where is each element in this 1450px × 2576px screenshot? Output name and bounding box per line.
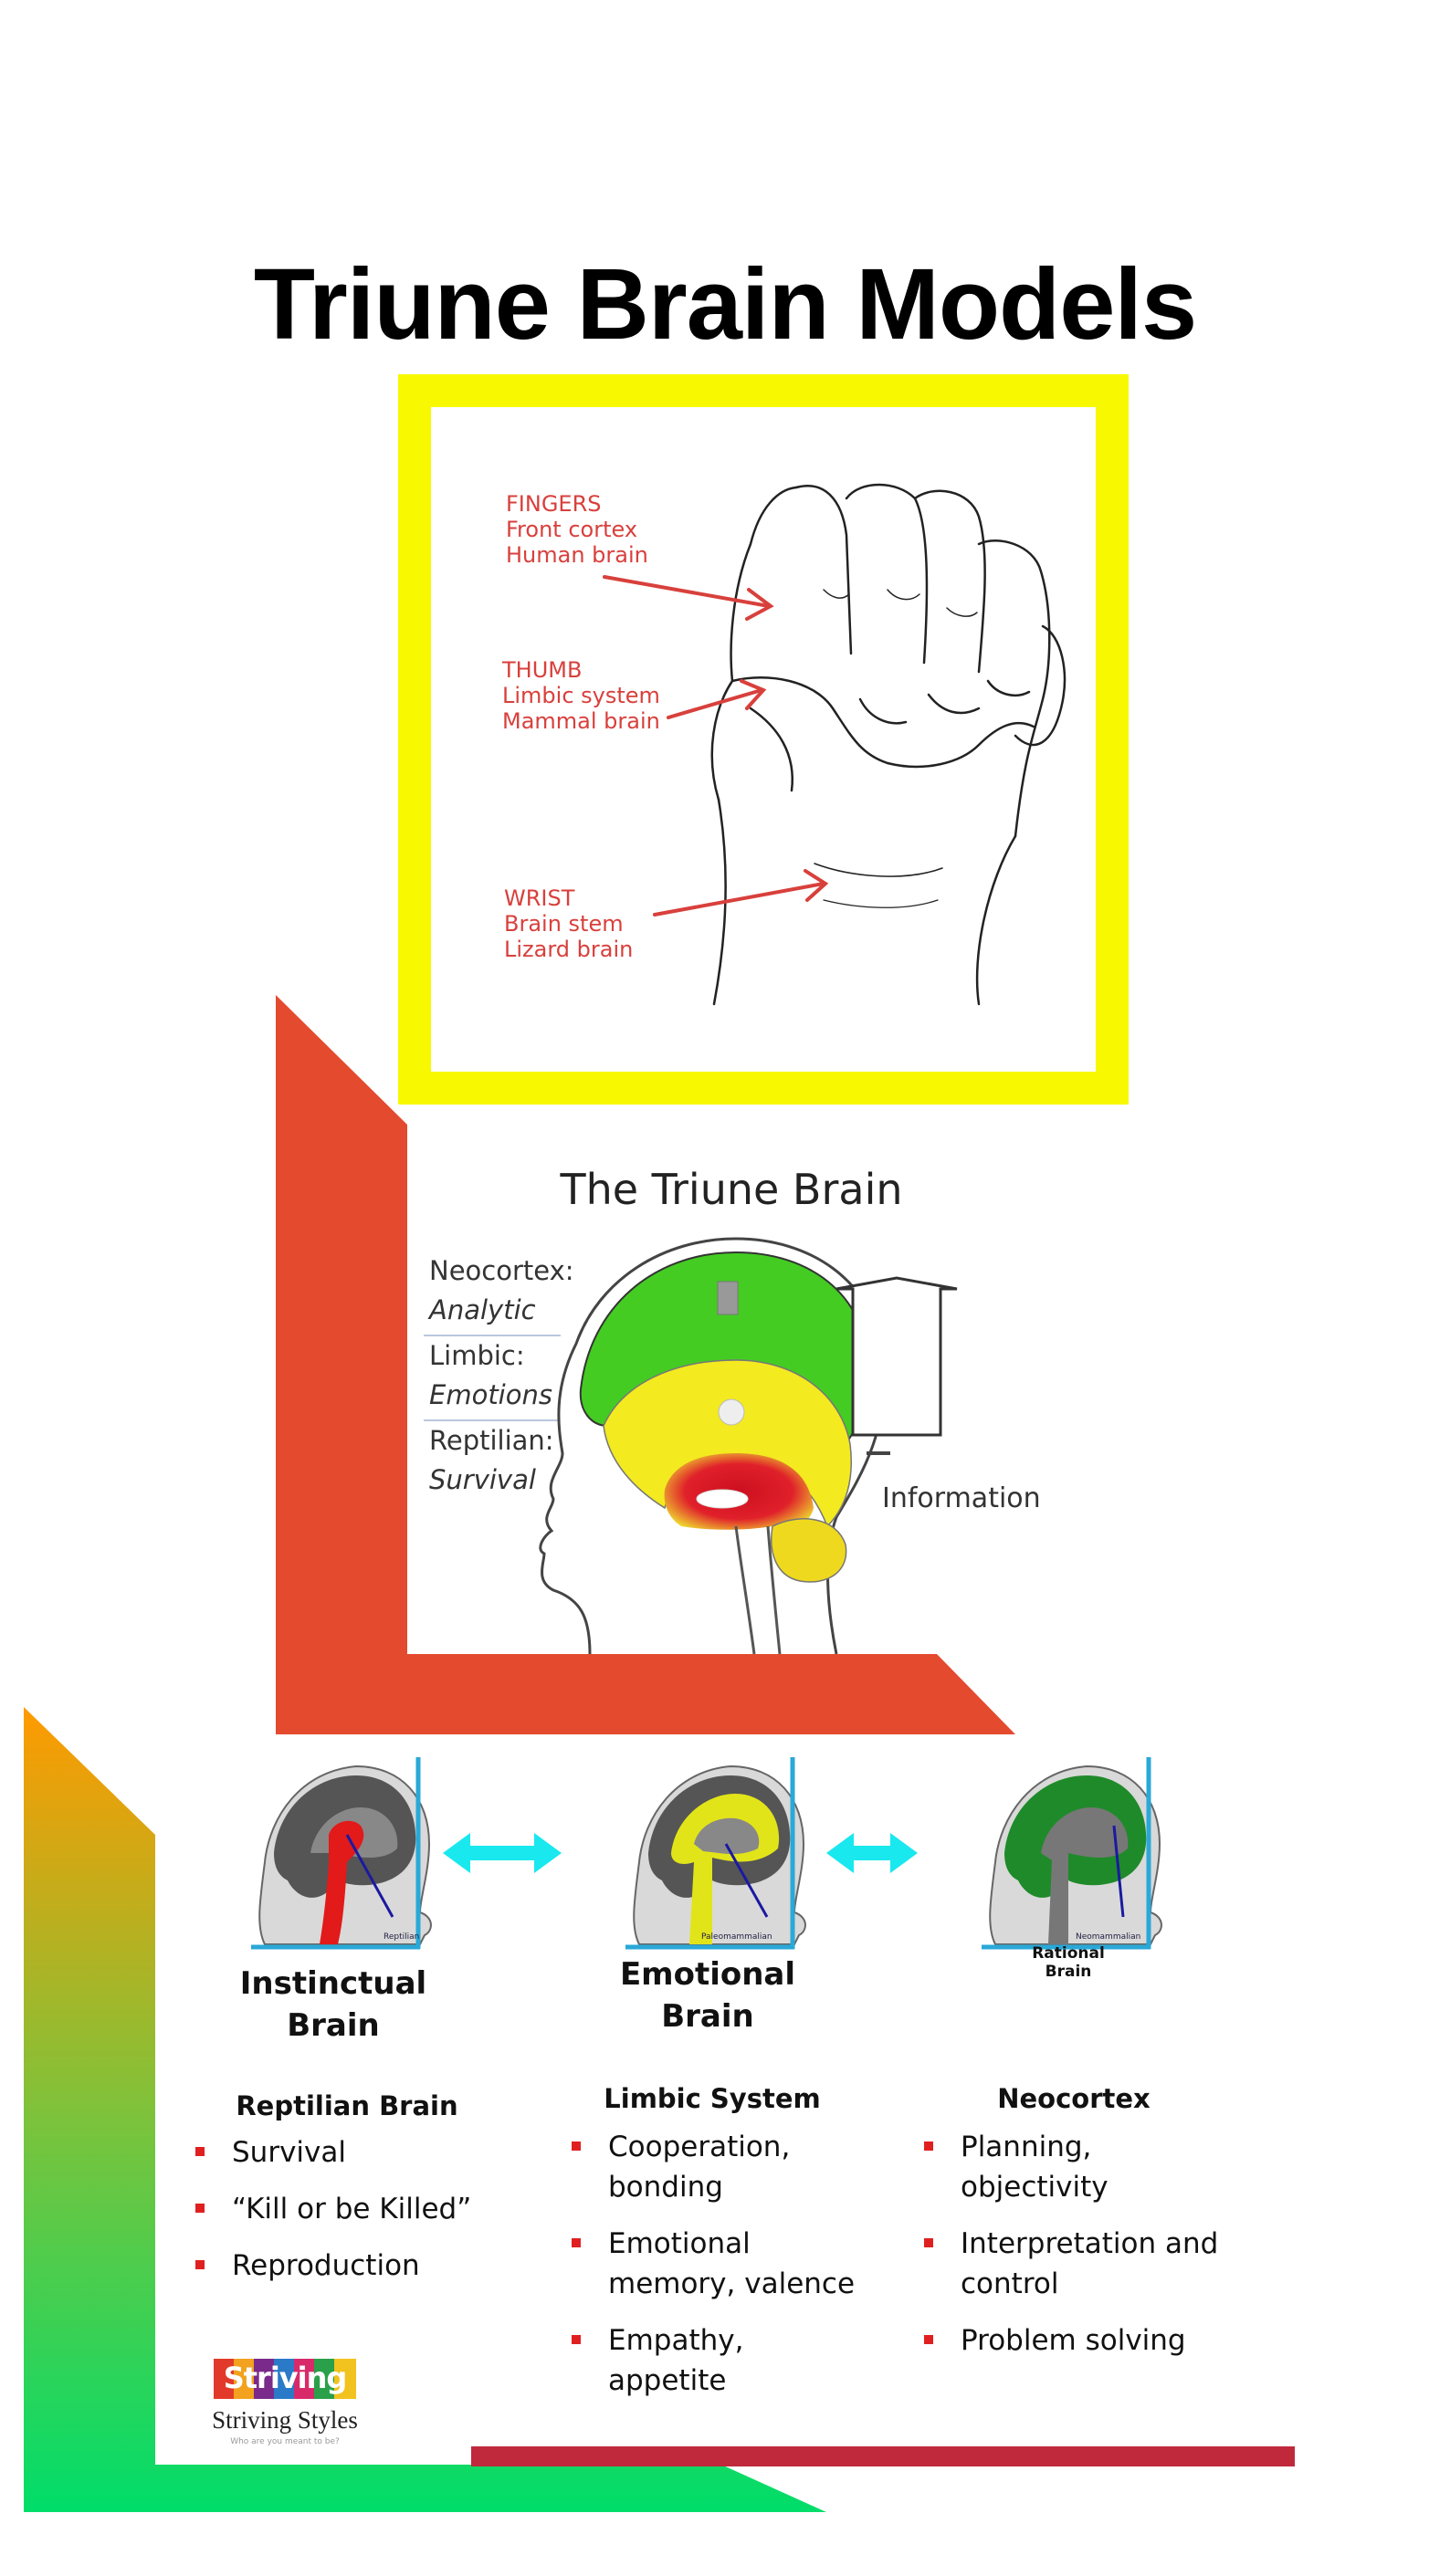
list-item: Interpretation and control [920,2224,1222,2304]
wrist-label: WRIST Brain stem Lizard brain [504,885,633,962]
column-head-limbic: Limbic System [604,2083,821,2114]
list-item: Problem solving [920,2320,1222,2361]
triune-title: The Triune Brain [560,1165,903,1214]
list-item: Reproduction [192,2246,484,2286]
three-brains-diagram: Reptilian Paleomammalian Neomammalian [251,1757,1162,1950]
limbic-role: Emotions [429,1379,552,1410]
column-head-neocortex: Neocortex [997,2083,1151,2114]
fist-drawing [603,483,1066,1006]
gradient-l-shape [24,1707,826,2512]
reptilian-role: Survival [429,1464,536,1495]
neocortex-role: Analytic [429,1294,536,1325]
list-item: “Kill or be Killed” [192,2189,484,2229]
thumb-label-line1: THUMB [502,657,583,683]
wrist-label-line1: WRIST [504,885,575,911]
red-l-shape [276,995,1015,1734]
fingers-label-line3: Human brain [506,542,648,568]
emotional-title: Emotional Brain [619,1956,796,2035]
page-title: Triune Brain Models [253,248,1197,361]
striving-logo: Striving [212,2357,358,2403]
neocortex-label: Neocortex: [429,1255,574,1286]
divider [424,1335,561,1336]
bottom-bar [471,2446,1295,2466]
double-arrow-icon [443,1833,562,1873]
rational-head: Neomammalian [982,1757,1162,1950]
emotional-head: Paleomammalian [625,1757,806,1950]
logo-name: Striving Styles [212,2406,358,2434]
fingers-label-line2: Front cortex [506,517,638,542]
thumb-label-line2: Limbic system [502,683,660,708]
limbic-label: Limbic: [429,1340,525,1371]
fingers-label-line1: FINGERS [506,491,602,517]
reptilian-list: Survival “Kill or be Killed” Reproductio… [192,2132,484,2302]
rational-title: Rational Brain [1032,1944,1105,1981]
list-item: Planning, objectivity [920,2127,1222,2207]
thumb-label-line3: Mammal brain [502,708,660,734]
logo-tagline: Who are you meant to be? [230,2437,340,2446]
logo-mark [214,2359,356,2399]
wrist-label-line3: Lizard brain [504,937,634,962]
reptilian-tag: Reptilian [384,1932,419,1942]
triune-head-diagram [539,1237,958,1654]
instinctual-title: Instinctual Brain [239,1965,427,2044]
double-arrow-icon [826,1833,918,1873]
list-item: Survival [192,2132,484,2173]
paleo-tag: Paleomammalian [701,1932,772,1942]
limbic-list: Cooperation, bonding Emotional memory, v… [568,2127,860,2417]
neo-tag: Neomammalian [1076,1932,1140,1942]
thumb-label: THUMB Limbic system Mammal brain [502,657,660,734]
list-item: Cooperation, bonding [568,2127,860,2207]
list-item: Emotional memory, valence [568,2224,860,2304]
divider [424,1419,561,1421]
list-item: Empathy, appetite [568,2320,860,2401]
column-head-reptilian: Reptilian Brain [236,2090,458,2121]
instinctual-head: Reptilian [251,1757,432,1950]
logo-word: Striving [223,2361,348,2395]
wrist-label-line2: Brain stem [504,911,624,937]
reptilian-label: Reptilian: [429,1425,554,1456]
fingers-label: FINGERS Front cortex Human brain [506,491,648,568]
neocortex-list: Planning, objectivity Interpretation and… [920,2127,1222,2377]
information-label: Information [882,1482,1041,1514]
